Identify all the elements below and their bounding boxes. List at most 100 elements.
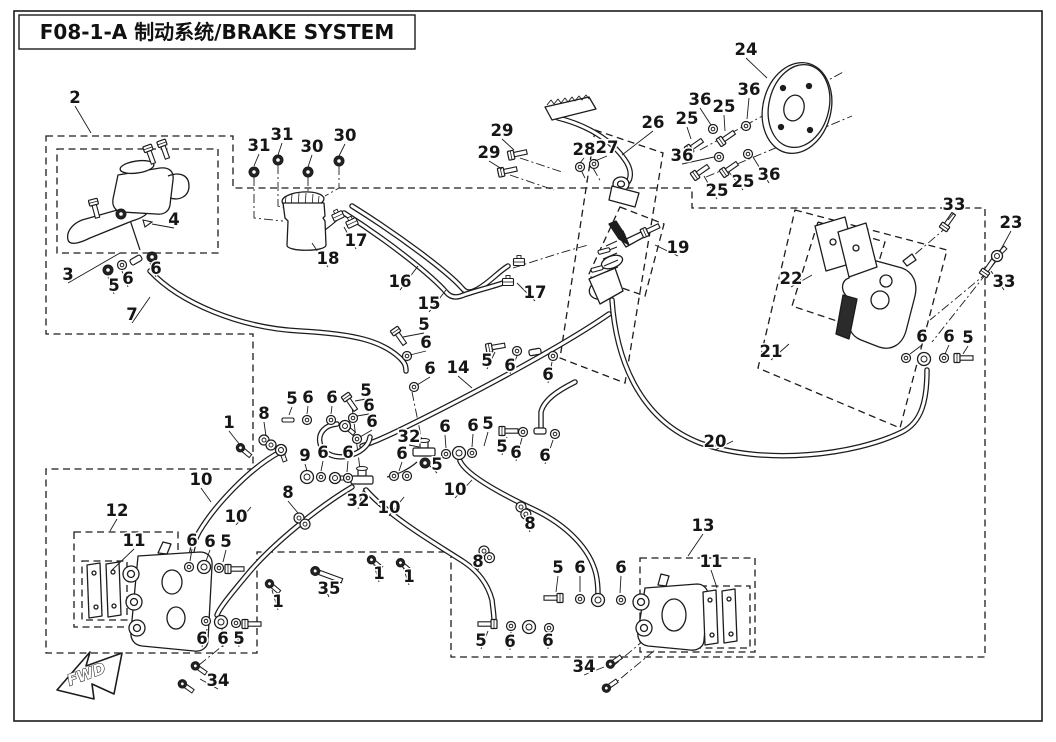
leader-3-1 [67, 252, 121, 284]
pad-22-b-hole [852, 244, 860, 252]
leader-24-20 [745, 57, 768, 79]
pad-11L-b-h1 [110, 569, 116, 575]
title-box [18, 14, 416, 50]
part-label-25: 25 [706, 181, 729, 200]
part-label-15: 15 [418, 294, 441, 313]
part-label-6: 6 [615, 558, 626, 577]
leader-36-28 [752, 156, 770, 184]
bolt-icon [689, 163, 711, 182]
part-label-6: 6 [439, 417, 450, 436]
centerline-9 [929, 271, 989, 321]
part-label-25: 25 [732, 172, 755, 191]
bolt-icon [142, 143, 157, 165]
ring-icon [213, 614, 229, 630]
ring-icon [196, 559, 212, 575]
pin-icon [590, 265, 604, 273]
leader-6-52 [515, 437, 523, 462]
pad-22-a-hole [829, 238, 837, 246]
washer-icon [574, 161, 586, 173]
part-label-8: 8 [524, 514, 535, 533]
leader-8-72 [287, 500, 299, 514]
washer-icon [401, 350, 413, 362]
centerline-13 [198, 642, 227, 666]
disc-24-hole-2 [805, 82, 813, 90]
washer-icon [707, 123, 719, 135]
part-label-6: 6 [196, 629, 207, 648]
washer-icon [230, 617, 242, 629]
caliper-12-cyl-3i [132, 623, 142, 633]
part-label-5: 5 [496, 437, 507, 456]
bolt-icon [938, 211, 957, 233]
washer-icon [388, 470, 400, 482]
leader-5-90 [555, 575, 559, 593]
caliper-21-pad-dark [835, 294, 858, 340]
part-label-6: 6 [363, 396, 374, 415]
leader-5-40 [486, 351, 496, 370]
washer-icon [200, 615, 212, 627]
pipe-icon [129, 254, 143, 266]
part-label-24: 24 [735, 40, 758, 59]
leader-19-29 [654, 244, 679, 257]
washer-icon [440, 448, 452, 460]
part-label-32: 32 [347, 491, 370, 510]
washer-icon [574, 593, 586, 605]
part-label-25: 25 [676, 109, 699, 128]
washer-icon [213, 562, 225, 574]
bolt-icon [715, 129, 737, 148]
part-label-5: 5 [475, 631, 486, 650]
leader-12-75 [109, 518, 118, 532]
nut-icon [419, 457, 431, 469]
part-label-7: 7 [126, 305, 137, 324]
part-label-4: 4 [168, 210, 179, 229]
ring-icon [590, 592, 606, 608]
bolt-icon [224, 563, 245, 575]
part-label-1: 1 [272, 592, 283, 611]
leader-5-79 [222, 549, 227, 563]
part-label-6: 6 [467, 416, 478, 435]
leader-33-31 [947, 212, 955, 221]
washer-icon [183, 561, 195, 573]
bolt-icon [496, 166, 518, 178]
pad-11R-b-h2 [728, 631, 734, 637]
part-label-6: 6 [204, 532, 215, 551]
part-label-36: 36 [689, 90, 712, 109]
caliper-13-cyl-2i [639, 623, 649, 633]
bolt-icon [498, 425, 519, 437]
part-label-10: 10 [444, 480, 467, 499]
hose-16-core [342, 211, 508, 299]
part-label-18: 18 [317, 249, 340, 268]
leader-33-32 [990, 270, 1005, 291]
caliper-21-piston-2 [879, 274, 893, 288]
leader-6-77 [189, 548, 193, 562]
nut-icon [302, 166, 314, 178]
hose-14-stub [538, 379, 578, 432]
washer-icon [466, 447, 478, 459]
centerline-16 [592, 167, 602, 183]
caliper-12-cyl-2i [129, 597, 139, 607]
leader-5-51 [501, 436, 508, 456]
part-label-5: 5 [552, 558, 563, 577]
part-label-26: 26 [642, 113, 665, 132]
bolt-icon [683, 137, 705, 156]
leader-17-43 [516, 282, 536, 302]
part-label-31: 31 [248, 136, 271, 155]
leader-6-61 [306, 405, 309, 415]
part-label-6: 6 [217, 629, 228, 648]
washer-icon [549, 428, 561, 440]
bolt-icon [340, 391, 359, 413]
leader-5-82 [236, 629, 240, 648]
part-label-25: 25 [713, 97, 736, 116]
hose-7-core [148, 269, 408, 373]
part-label-19: 19 [667, 238, 690, 257]
box-pedal-19-outer [559, 129, 664, 384]
part-label-28: 28 [573, 140, 596, 159]
part-label-35: 35 [318, 579, 341, 598]
part-label-6: 6 [542, 365, 553, 384]
dbolt-icon [605, 654, 623, 669]
part-label-5: 5 [108, 276, 119, 295]
grommet-icon [293, 512, 311, 530]
centerline-15 [607, 649, 656, 690]
disc-24-hub [783, 94, 805, 122]
leader-5-60 [288, 406, 293, 416]
part-label-6: 6 [342, 443, 353, 462]
